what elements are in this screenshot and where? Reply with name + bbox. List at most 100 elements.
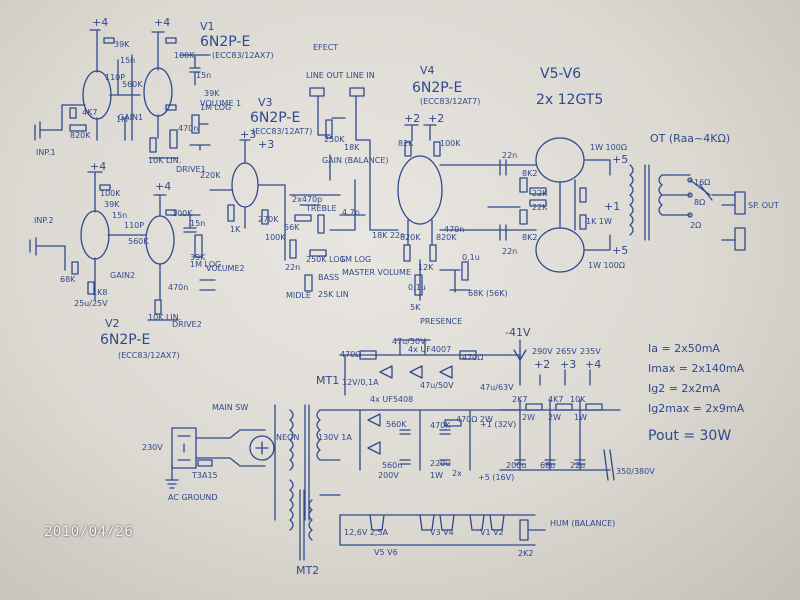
svg-text:10K LIN.: 10K LIN. [148,156,181,165]
svg-text:15n: 15n [112,211,127,220]
label-inp1: INP.1 [36,148,56,157]
svg-text:16Ω: 16Ω [694,178,710,187]
v1-stage: +4 +4 39K 15n 110P 560K 100K 15n 39K 1M … [34,16,231,165]
tube-v4 [397,155,443,225]
v2-equiv: (ECC83/12AX7) [118,351,180,360]
svg-text:470n: 470n [178,124,198,133]
rail-4: +4 [585,358,601,371]
svg-text:1K8: 1K8 [92,288,107,297]
svg-text:18K: 18K [344,143,360,152]
svg-text:1M LOG: 1M LOG [340,255,371,264]
svg-text:25u/25V: 25u/25V [74,299,108,308]
svg-text:8K2: 8K2 [522,233,537,242]
svg-text:47u/50V: 47u/50V [392,337,426,346]
spec-3: Ig2max = 2x9mA [648,402,745,415]
label-560k: 560K [386,420,407,429]
spec-2: Ig2 = 2x2mA [648,382,721,395]
svg-text:200u: 200u [506,461,526,470]
rail-v-235: 235V [580,347,601,356]
svg-text:560K: 560K [122,80,143,89]
svg-text:2W: 2W [522,413,535,422]
label-presence: PRESENCE [420,317,462,326]
svg-text:+4: +4 [154,16,170,29]
svg-text:47u/50V: 47u/50V [420,381,454,390]
input-jack-2 [29,237,66,256]
label-inp2: INP.2 [34,216,54,225]
svg-text:100K: 100K [172,209,193,218]
svg-text:820K: 820K [436,233,457,242]
mains-v: 230V [142,443,163,452]
label-master: MASTER VOLUME [342,268,411,277]
svg-text:470Ω 2W: 470Ω 2W [456,415,493,424]
label-10k: 10K [570,395,586,404]
svg-text:560K: 560K [128,237,149,246]
rail-v-290: 290V [532,347,553,356]
screen-rail: +5 (16V) [478,473,514,482]
label-2k7: 2K7 [512,395,527,404]
rail-neg: -41V [505,326,531,339]
label-ot: OT (Raa~4KΩ) [650,132,730,145]
rail-2: +2 [534,358,550,371]
svg-text:22n: 22n [502,247,517,256]
svg-text:1K: 1K [230,225,241,234]
svg-text:+2: +2 [428,112,444,125]
mt1-label: MT1 [316,374,339,387]
effect-loop: 250K 18K [309,87,371,231]
svg-text:22K: 22K [532,203,548,212]
v4-phase-inverter: +2 +2 82K 100K 820K 820K 470n 12K 0,1u 6… [369,112,508,312]
v1-equiv: (ECC83/12AX7) [212,51,274,60]
svg-text:15n: 15n [120,56,135,65]
svg-text:470n: 470n [444,225,464,234]
svg-text:4,7n: 4,7n [342,208,360,217]
svg-text:100K: 100K [440,139,461,148]
photo-date-stamp: 2010/04/26 [44,524,134,540]
svg-text:+2: +2 [404,112,420,125]
rail-v-265: 265V [556,347,577,356]
svg-text:1W 100Ω: 1W 100Ω [590,143,627,152]
neon-label: NEON [276,433,299,442]
svg-text:12V/0,1A: 12V/0,1A [342,378,379,387]
speaker-jack-2 [734,227,746,251]
label-12k: 12K [418,263,434,272]
label-68k: 68K (56K) [468,289,508,298]
svg-text:110P: 110P [105,73,125,82]
power-supply: 470Ω 47u/50V 470Ω 12V/0,1A 47u/50V 47u/6… [142,326,655,577]
v3-equiv: (ECC83/12AT7) [252,127,312,136]
svg-text:39K: 39K [114,40,130,49]
svg-text:+5: +5 [612,244,628,257]
neon-lamp [249,435,275,461]
svg-text:47u/63V: 47u/63V [480,383,514,392]
spec-4: Pout = 30W [648,428,731,444]
label-560n: 560n [382,461,402,470]
effect-title: EFECT [313,43,338,52]
label-25k: 25K LIN [318,290,349,299]
svg-text:110P: 110P [124,221,144,230]
svg-text:+5: +5 [612,153,628,166]
label-gain1: GAIN1 [118,113,143,122]
svg-text:2Ω: 2Ω [690,221,701,230]
main-sw: MAIN SW [212,403,248,412]
svg-text:15n: 15n [190,219,205,228]
svg-text:2W: 2W [548,413,561,422]
tube-v5 [535,137,585,183]
label-treble: TREBLE [305,204,337,213]
svg-text:1M LOG: 1M LOG [190,260,221,269]
svg-text:820K: 820K [400,233,421,242]
svg-text:470n: 470n [168,283,188,292]
label-2x470p: 2x470p [292,195,322,204]
svg-text:39K: 39K [190,253,206,262]
v2-type: 6N2P-E [100,332,150,348]
svg-text:470Ω: 470Ω [340,350,361,359]
label-18k: 18K 22n [372,231,405,240]
label-220u: 220u [430,459,450,468]
svg-text:68u: 68u [540,461,555,470]
svg-text:1K 1W: 1K 1W [586,217,612,226]
speaker-jack-1 [734,191,746,215]
sec1: 130V 1A [318,433,352,442]
tube-v1b [143,67,173,117]
hum-pot: 2K2 [518,549,533,558]
output-stage: 22n 22n 8K2 8K2 22K 22K 1W 100Ω 1K 1W 1W… [487,137,746,273]
label-line-out: LINE OUT [306,71,344,80]
